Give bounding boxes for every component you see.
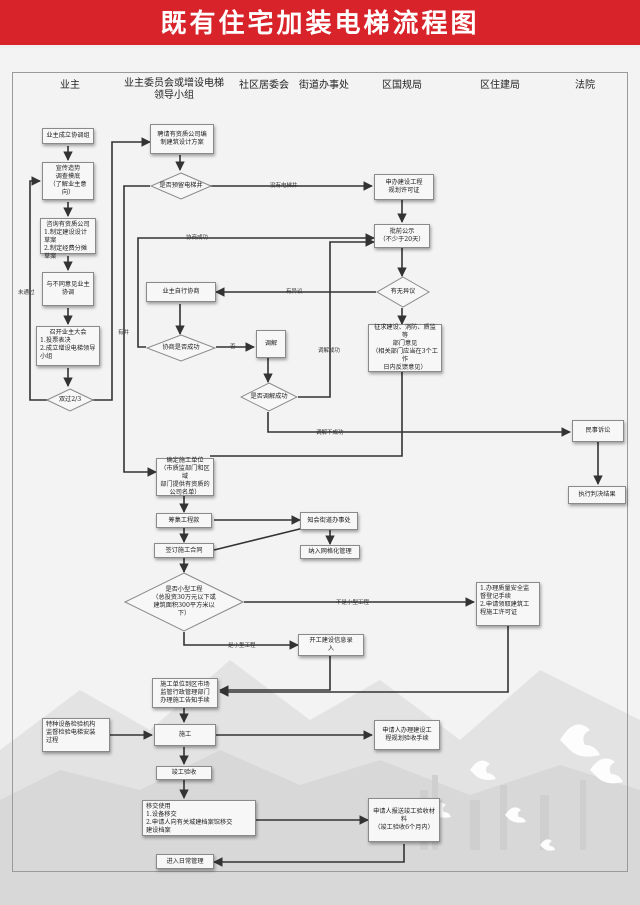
column-header-housing-bureau: 区住建局 <box>480 80 520 91</box>
node-publicity-survey: 宣传造势调查摸底（了解业主意向） <box>42 162 94 200</box>
node-coordinate-dissenters: 与不同意见业主协调 <box>42 272 94 306</box>
swimlane-frame <box>12 72 628 872</box>
node-mediation: 调解 <box>256 330 286 358</box>
node-planning-acceptance: 申请人办理建设工程规划验收手续 <box>374 720 440 750</box>
node-notify-subdistrict: 知会街道办事处 <box>300 512 358 530</box>
decision-small-project: 是否小型工程（总投资30万元以下或建筑面积300平方米以下） <box>124 572 244 632</box>
column-header-committee: 业主委员会或增设电梯领导小组 <box>124 78 224 101</box>
node-civil-lawsuit: 民事诉讼 <box>572 420 624 442</box>
edge-label-not-passed: 未通过 <box>18 290 35 296</box>
decision-any-objection: 有无异议 <box>376 276 430 308</box>
edge-label-no-shaft: 没有电梯井 <box>270 183 298 189</box>
node-start-info-entry: 开工建设信息录入 <box>298 634 364 656</box>
column-header-court: 法院 <box>575 80 595 91</box>
edge-label-has-objection: 有异议 <box>286 289 303 295</box>
column-header-planning-bureau: 区国规局 <box>382 80 422 91</box>
node-owner-coordination-group: 业主成立协调组 <box>42 128 94 144</box>
node-execute-judgment: 执行判决结果 <box>568 486 626 504</box>
decision-mediation-success: 是否调解成功 <box>240 382 298 412</box>
column-header-subdistrict: 街道办事处 <box>299 80 349 91</box>
node-submit-completion-materials: 申请人报送竣工验收材料（竣工验收6个月内） <box>368 798 440 842</box>
edge-label-mediate-ok: 调解成功 <box>318 348 341 354</box>
decision-reserved-shaft: 是否预留电梯井 <box>150 172 212 200</box>
edge-label-no: 否 <box>230 344 236 350</box>
node-determine-contractor: 确定施工单位（市质监部门和区域部门提供有资质的公司名单） <box>156 457 214 496</box>
column-header-owners: 业主 <box>60 80 80 91</box>
node-special-equipment-inspection: 特种设备检验机构监督检验电梯安装过程 <box>42 718 110 752</box>
decision-two-thirds: 双过2/3 <box>46 388 94 412</box>
column-header-community: 社区居委会 <box>239 80 289 91</box>
node-construction: 施工 <box>154 724 216 746</box>
edge-label-negotiate-ok: 协商成功 <box>186 235 209 241</box>
node-completion-acceptance: 竣工验收 <box>156 766 212 780</box>
node-construction-notice: 施工单位到区市场监管行政管理部门办理施工告知手续 <box>152 678 218 708</box>
node-grid-management: 纳入网格化管理 <box>300 545 360 559</box>
node-planning-permit: 申办建设工程规划许可证 <box>374 174 434 200</box>
page-title: 既有住宅加装电梯流程图 <box>0 0 640 48</box>
node-owners-negotiate: 业主自行协商 <box>146 282 216 302</box>
node-solicit-department-opinions: 征求建设、消防、质监等部门意见（相关部门应当在3个工作日内反馈意见） <box>368 324 442 372</box>
edge-label-is-small: 是小型工程 <box>228 643 256 649</box>
node-raise-funds: 筹集工程款 <box>156 513 212 528</box>
edge-label-not-small: 不是小型工程 <box>336 600 370 606</box>
decision-negotiation-success: 协商是否成功 <box>146 334 216 362</box>
node-sign-contract: 签订施工合同 <box>154 543 214 558</box>
dove-icon <box>430 724 623 851</box>
node-daily-management: 进入日常管理 <box>156 854 214 869</box>
edge-label-mediate-fail: 调解不成功 <box>316 430 344 436</box>
node-hire-design-company: 聘请有资质公司编制建筑设计方案 <box>150 124 214 154</box>
edge-label-has-shaft: 有井 <box>118 330 130 336</box>
node-pre-approval-notice: 批前公示（不少于20天） <box>374 224 430 248</box>
